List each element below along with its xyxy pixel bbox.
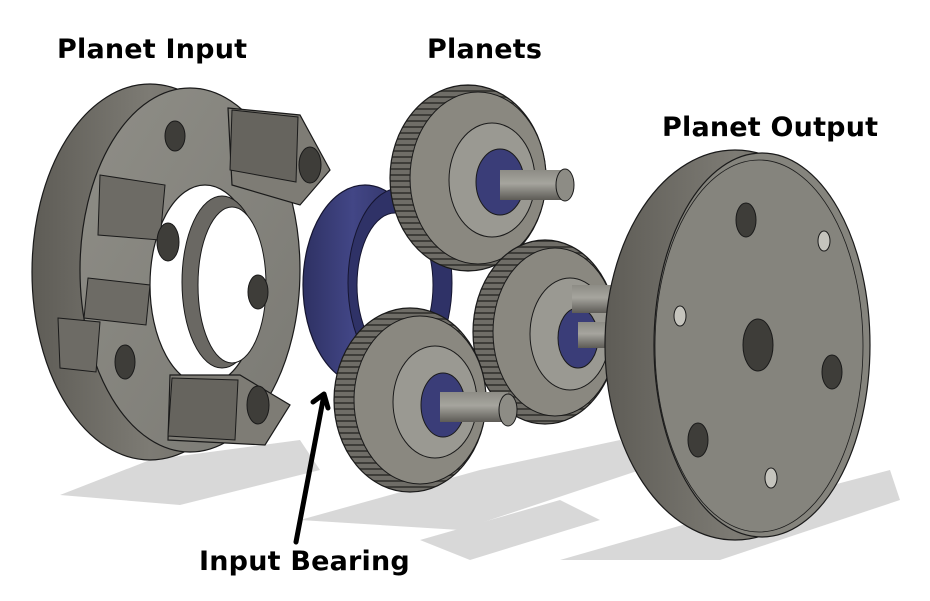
arrow-icon: [293, 391, 331, 545]
label-planet-input: Planet Input: [57, 34, 248, 65]
planet-gear-top: [389, 84, 575, 272]
label-planet-output: Planet Output: [662, 112, 879, 143]
planet-gear-right: [472, 239, 622, 425]
label-planets: Planets: [427, 34, 543, 65]
label-input-bearing: Input Bearing: [199, 546, 410, 577]
planet-output-part: [604, 149, 871, 541]
planet-gear-bottom: [333, 307, 518, 493]
planet-input-part: [31, 83, 331, 461]
